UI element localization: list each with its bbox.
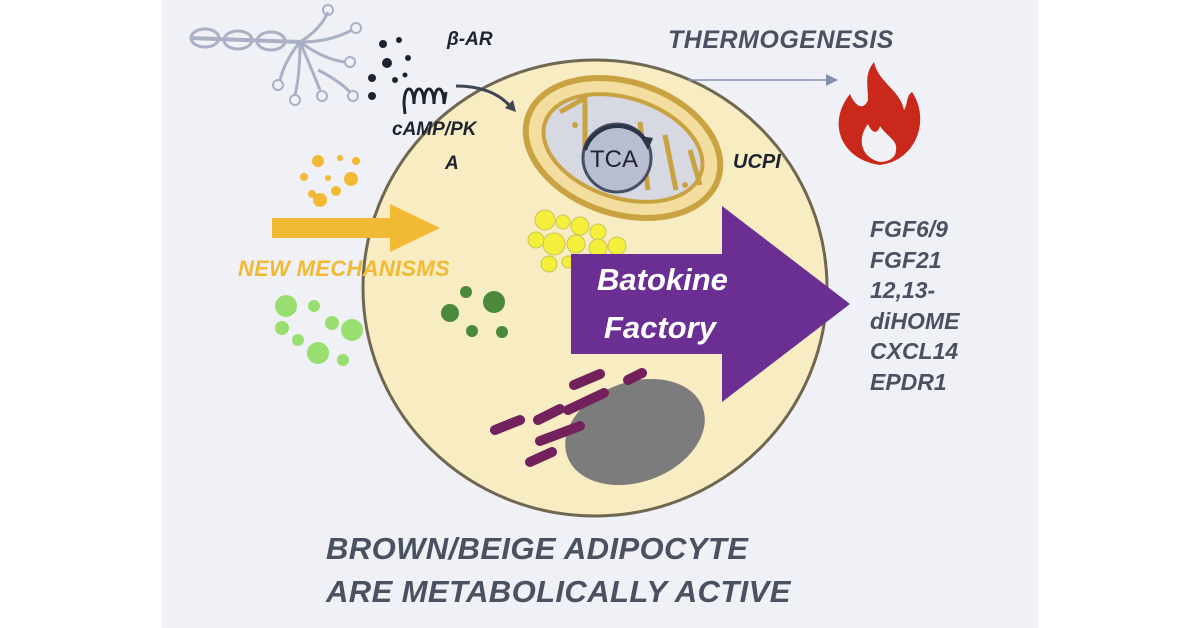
nucleus	[565, 378, 705, 486]
batokine-factory-arrow	[571, 206, 850, 402]
tca-label: TCA	[590, 146, 638, 173]
camp-pka-label-line2: A	[445, 153, 459, 174]
new-mechanisms-label: NEW MECHANISMS	[238, 256, 450, 281]
dark-green-dots	[441, 286, 508, 338]
camp-pka-label-line1: cAMP/PK	[392, 119, 477, 140]
endoplasmic-reticulum	[490, 368, 647, 467]
batokine-item: 12,13-	[870, 277, 936, 303]
lipid-dots-orange	[300, 155, 360, 207]
receptor-icon	[402, 87, 446, 105]
batokine-item: FGF6/9	[870, 216, 948, 242]
flame-icon	[838, 62, 921, 165]
batokine-list: FGF6/9 FGF21 12,13- diHOME CXCL14 EPDR1	[870, 214, 959, 397]
batokine-item: FGF21	[870, 246, 942, 273]
factory-label-line2: Factory	[604, 310, 716, 345]
light-green-dots	[275, 295, 363, 366]
new-mechanisms-arrow	[272, 204, 440, 252]
footer-line1: BROWN/BEIGE ADIPOCYTE	[326, 531, 749, 566]
signal-arrow	[455, 84, 512, 108]
arrow-icon	[688, 74, 838, 86]
footer-line2: ARE METABOLICALLY ACTIVE	[326, 574, 791, 609]
batokine-item: CXCL14	[870, 338, 959, 364]
ucp-label: UCPI	[733, 151, 781, 173]
tca-cycle	[581, 122, 653, 194]
thermogenesis-label: THERMOGENESIS	[668, 26, 894, 54]
beta-ar-label: β-AR	[447, 29, 493, 50]
nerve-icon	[189, 4, 362, 106]
batokine-item: EPDR1	[870, 368, 947, 395]
factory-label-line1: Batokine	[597, 262, 728, 297]
batokine-item: diHOME	[870, 307, 960, 334]
neurotransmitter-dots	[368, 37, 411, 100]
